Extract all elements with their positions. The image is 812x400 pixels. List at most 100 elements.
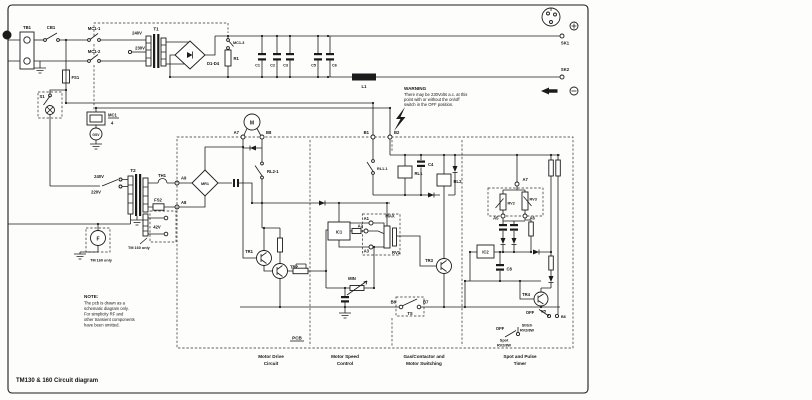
output-filter-section: MC1-3 R1 C1 C2 C3 C5 C6 L1 SK1 SK2: [170, 7, 579, 96]
label-220v-t2: 220V: [91, 190, 101, 195]
label-mc1-den: 4: [111, 121, 114, 126]
torch-icon: [541, 87, 558, 95]
note-heading: NOTE:: [84, 294, 99, 299]
label-stitch: Stitch: [522, 324, 533, 328]
label-fs2: FS2: [154, 198, 162, 203]
warning-line3: switch in the OFF position.: [404, 102, 453, 107]
caption-motor-speed-1: Motor Speed: [331, 354, 359, 359]
label-tr1: TR1: [245, 249, 254, 254]
contact-mc1-2: [87, 54, 101, 63]
junction-dots: [64, 34, 560, 309]
label-b8: B8: [266, 130, 272, 135]
note-block: NOTE: The pcb is drawn as a schematic di…: [84, 294, 135, 328]
label-tb1: TB1: [23, 25, 32, 30]
label-rl1: RL1: [415, 171, 424, 176]
motor-speed-control: IC1 A2 A1 A3 MAX RV1 MIN: [252, 200, 401, 319]
label-c2: C2: [270, 64, 275, 68]
caption-motor-drive-2: Circuit: [264, 361, 279, 366]
transistor-tr3: [436, 258, 452, 274]
caption-timer-2: Timer: [514, 361, 527, 366]
spot-pulse-timer: A7 RV2 RV3 A5 A6 IC2: [464, 155, 566, 348]
socket-sk1: [559, 33, 565, 39]
transistor-tr1: [256, 250, 272, 266]
label-230v-t1: 230V: [135, 46, 145, 51]
label-c1: C1: [255, 64, 260, 68]
section-captions: Motor Drive Circuit Motor Speed Control …: [258, 354, 537, 366]
gas-valve-gsv: GSV: [89, 125, 103, 150]
label-ic2: IC2: [482, 250, 489, 255]
label-max: MAX: [385, 214, 395, 219]
caption-gas-contactor-1: Gas/Contactor and: [403, 354, 444, 359]
speed-pot-assembly: [362, 213, 401, 256]
label-240v-t2: 240V: [94, 174, 104, 179]
label-ic1: IC1: [336, 230, 343, 235]
label-mr1: MR1: [201, 182, 209, 186]
label-a8: A8: [181, 200, 187, 205]
transformer-t1: T1: [145, 27, 167, 68]
transistor-tr4: [533, 291, 549, 307]
ic2: [476, 244, 495, 259]
label-sk2: SK2: [561, 67, 570, 72]
motor-drive-circuit: RL2-1 TR1 TR2: [242, 139, 328, 307]
label-rl2-1: RL2-1: [267, 169, 279, 174]
terminal-a7-rv: [514, 181, 520, 187]
pcb-section: A7 B8 B1 B2 M RL2-1 TR1 TR2: [176, 113, 574, 349]
aux-transformer-section: 240V 220V T2 TH1 A9 FS2 A8 42V: [8, 146, 253, 263]
label-b6-sw: B6: [561, 315, 566, 319]
caption-motor-speed-2: Control: [337, 361, 353, 366]
terminal-b2: [387, 134, 393, 140]
label-pcb: PCB: [292, 336, 302, 341]
contact-mc1-1: [87, 33, 101, 42]
label-s1: S1: [39, 94, 45, 99]
label-tm160-winding: TM 160 only: [128, 246, 151, 250]
label-rv3: RV3: [530, 198, 537, 202]
spot-selector-switch: OFF Spot RV2/8W: [496, 326, 521, 348]
warning-line1: There may be 230Volts a.c. at this: [404, 92, 467, 97]
terminal-a6: [522, 213, 528, 219]
label-t1: T1: [153, 27, 159, 32]
label-mc1-2: MC1-2: [88, 49, 101, 54]
earth-symbol-input: [34, 61, 46, 74]
warning-block: WARNING There may be 230Volts a.c. at th…: [404, 86, 467, 107]
label-l1: L1: [362, 84, 368, 89]
label-motor: M: [250, 121, 254, 127]
label-gsv: GSV: [92, 133, 100, 137]
relay-rl1: [397, 165, 413, 179]
inductor-l1: [352, 73, 376, 81]
note-line2: schematic diagram only.: [84, 306, 129, 311]
label-off-spot: OFF: [496, 326, 505, 331]
terminal-a3: [368, 244, 374, 250]
label-c3: C3: [283, 64, 288, 68]
fuse-fs1: [62, 69, 70, 84]
label-a7-rv: A7: [523, 177, 529, 182]
label-a5: A5: [493, 216, 499, 221]
terminal-a1: [368, 220, 374, 226]
label-rv1: RV1: [392, 250, 401, 255]
label-mc1-num: MC1: [108, 113, 118, 118]
contactor-coil-mc1: MC1 4: [86, 108, 119, 126]
gas-contactor-switching: RL1-1 RL1 C4 RL2 TR3 B6 B7: [240, 139, 560, 317]
minus-polarity-icon: [569, 86, 579, 96]
label-stitch-rv: RV2/8W: [520, 329, 534, 333]
terminal-block-tb1: [19, 31, 35, 70]
label-rv2: RV2: [508, 202, 515, 206]
note-line5: have been omitted.: [84, 323, 120, 328]
label-tm160-fan: TM 160 only: [90, 259, 113, 263]
label-c4: C4: [428, 162, 434, 167]
resistor-r1: [224, 49, 232, 67]
rectifier-mr1: MR1: [191, 169, 219, 197]
wire-feed-motor: M: [243, 113, 261, 136]
caption-timer-1: Spot and Pulse: [503, 354, 537, 359]
mains-input-section: TB1 CB1 MC1-1 MC1-2 240V 230V: [8, 22, 229, 110]
label-a1: A1: [364, 216, 370, 221]
label-tr3: TR3: [425, 258, 434, 263]
socket-sk2: [559, 74, 565, 80]
lightning-bolt-icon: [394, 107, 406, 131]
label-spot: Spot: [500, 339, 509, 343]
label-mc1-1: MC1-1: [88, 26, 101, 31]
note-line4: other transient components: [84, 317, 135, 322]
label-42v: 42V: [153, 225, 161, 230]
label-c6: C6: [332, 64, 337, 68]
label-b2: B2: [394, 130, 400, 135]
